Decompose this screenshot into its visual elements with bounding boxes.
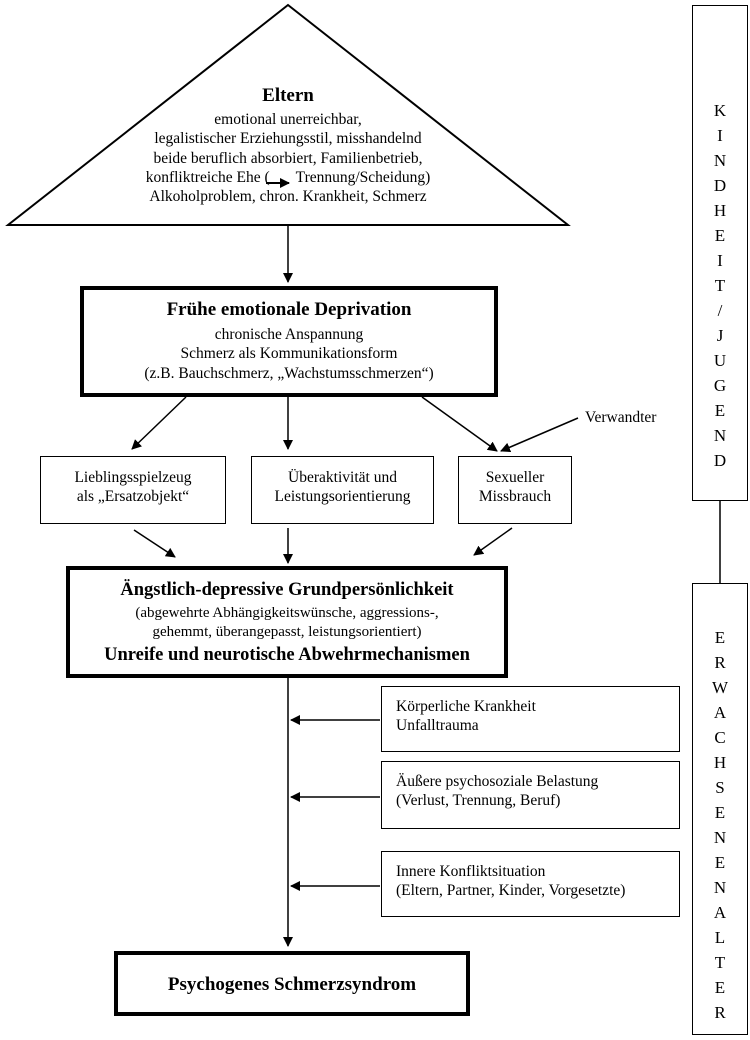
phase-letter: E xyxy=(714,401,726,420)
phase-letter: R xyxy=(714,653,726,672)
phase-letter: N xyxy=(713,878,727,897)
phase-letter: N xyxy=(713,151,727,170)
phase-letter: E xyxy=(714,978,726,997)
phase-letter: S xyxy=(715,778,725,797)
phase-label-childhood: K I N D H E I T / J U G E N D xyxy=(692,98,748,473)
phase-letter: D xyxy=(713,176,727,195)
phase-letter: N xyxy=(713,828,727,847)
arrow-toy-personality xyxy=(133,529,176,558)
factor-line: Körperliche Krankheit xyxy=(396,698,536,715)
abuse-line: Sexueller xyxy=(485,469,545,486)
factor-line: Innere Konfliktsituation xyxy=(396,863,546,880)
phase-letter: G xyxy=(713,376,727,395)
phase-letter: U xyxy=(713,351,727,370)
phase-letter: A xyxy=(713,903,727,922)
phase-letter: L xyxy=(714,928,726,947)
abuse-line: Missbrauch xyxy=(478,488,552,506)
personality-box: Ängstlich-depressive Grundpersönlichkeit… xyxy=(66,566,508,678)
phase-letter: H xyxy=(713,753,727,772)
personality-title: Ängstlich-depressive Grundpersönlichkeit xyxy=(120,580,454,600)
factor-line: (Verlust, Trennung, Beruf) xyxy=(396,792,561,810)
phase-letter: H xyxy=(713,201,727,220)
parents-line-part: Trennung/Scheidung) xyxy=(295,168,431,186)
arrow-deprivation-abuse xyxy=(421,396,498,452)
factor-box-physical: Körperliche Krankheit Unfalltrauma xyxy=(381,686,680,752)
phase-letter: I xyxy=(717,126,723,145)
toy-box: Lieblingsspielzeug als „Ersatzobjekt“ xyxy=(40,456,226,524)
phase-label-adulthood: E R W A C H S E N E N A L T E R xyxy=(692,625,748,1025)
toy-line: Lieblingsspielzeug xyxy=(74,469,192,486)
phase-letter: W xyxy=(711,678,729,697)
toy-line: als „Ersatzobjekt“ xyxy=(76,488,190,506)
overactivity-line: Leistungsorientierung xyxy=(274,488,411,506)
parents-line: Alkoholproblem, chron. Krankheit, Schmer… xyxy=(149,188,427,206)
phase-letter: / xyxy=(717,301,723,320)
phase-letter: T xyxy=(714,276,726,295)
abuse-box: Sexueller Missbrauch xyxy=(458,456,572,524)
parents-line: legalistischer Erziehungsstil, misshande… xyxy=(154,130,422,148)
overactivity-box: Überaktivität und Leistungsorientierung xyxy=(251,456,434,524)
factor-box-psychosocial: Äußere psychosoziale Belastung (Verlust,… xyxy=(381,761,680,829)
phase-letter: T xyxy=(714,953,726,972)
outcome-title: Psychogenes Schmerzsyndrom xyxy=(167,974,417,995)
deprivation-line: chronische Anspannung xyxy=(214,325,364,343)
arrow-deprivation-toy xyxy=(131,396,187,450)
phase-letter: A xyxy=(713,703,727,722)
parents-line-part: konfliktreiche Ehe ( xyxy=(145,168,270,186)
phase-letter: I xyxy=(717,251,723,270)
parents-line: beide beruflich absorbiert, Familienbetr… xyxy=(153,149,423,167)
deprivation-box: Frühe emotionale Deprivation chronische … xyxy=(80,286,498,397)
outcome-box: Psychogenes Schmerzsyndrom xyxy=(114,951,470,1016)
phase-letter: E xyxy=(714,803,726,822)
overactivity-line: Überaktivität und xyxy=(288,469,397,486)
phase-bar-adulthood xyxy=(692,583,748,1035)
relative-label: Verwandter xyxy=(585,409,657,426)
factor-box-conflict: Innere Konfliktsituation (Eltern, Partne… xyxy=(381,851,680,917)
personality-line: (abgewehrte Abhängigkeitswünsche, aggres… xyxy=(135,605,439,622)
phase-letter: N xyxy=(713,426,727,445)
parents-title: Eltern xyxy=(262,85,314,106)
personality-subtitle: Unreife und neurotische Abwehrmechanisme… xyxy=(104,644,470,665)
phase-letter: E xyxy=(714,226,726,245)
deprivation-line: (z.B. Bauchschmerz, „Wachstumsschmerzen“… xyxy=(144,364,434,382)
phase-letter: D xyxy=(713,451,727,470)
phase-letter: R xyxy=(714,1003,726,1022)
deprivation-line: Schmerz als Kommunikationsform xyxy=(180,345,398,363)
phase-letter: E xyxy=(714,853,726,872)
factor-line: Unfalltrauma xyxy=(396,717,479,735)
factor-line: (Eltern, Partner, Kinder, Vorgesetzte) xyxy=(396,882,626,900)
factor-line: Äußere psychosoziale Belastung xyxy=(396,773,599,790)
personality-line: gehemmt, überangepasst, leistungsorienti… xyxy=(152,623,422,640)
phase-letter: K xyxy=(713,101,727,120)
arrow-abuse-personality xyxy=(473,527,513,556)
phase-letter: J xyxy=(716,326,724,345)
arrow-relative-abuse xyxy=(500,417,579,453)
parents-line-with-arrow: konfliktreiche Ehe ( Trennung/Scheidung) xyxy=(70,168,506,187)
phase-bar-childhood xyxy=(692,5,748,501)
parents-text: Eltern emotional unerreichbar, legalisti… xyxy=(70,84,506,207)
deprivation-title: Frühe emotionale Deprivation xyxy=(166,299,412,320)
phase-letter: C xyxy=(714,728,726,747)
phase-letter: E xyxy=(714,628,726,647)
parents-line: emotional unerreichbar, xyxy=(214,110,362,128)
